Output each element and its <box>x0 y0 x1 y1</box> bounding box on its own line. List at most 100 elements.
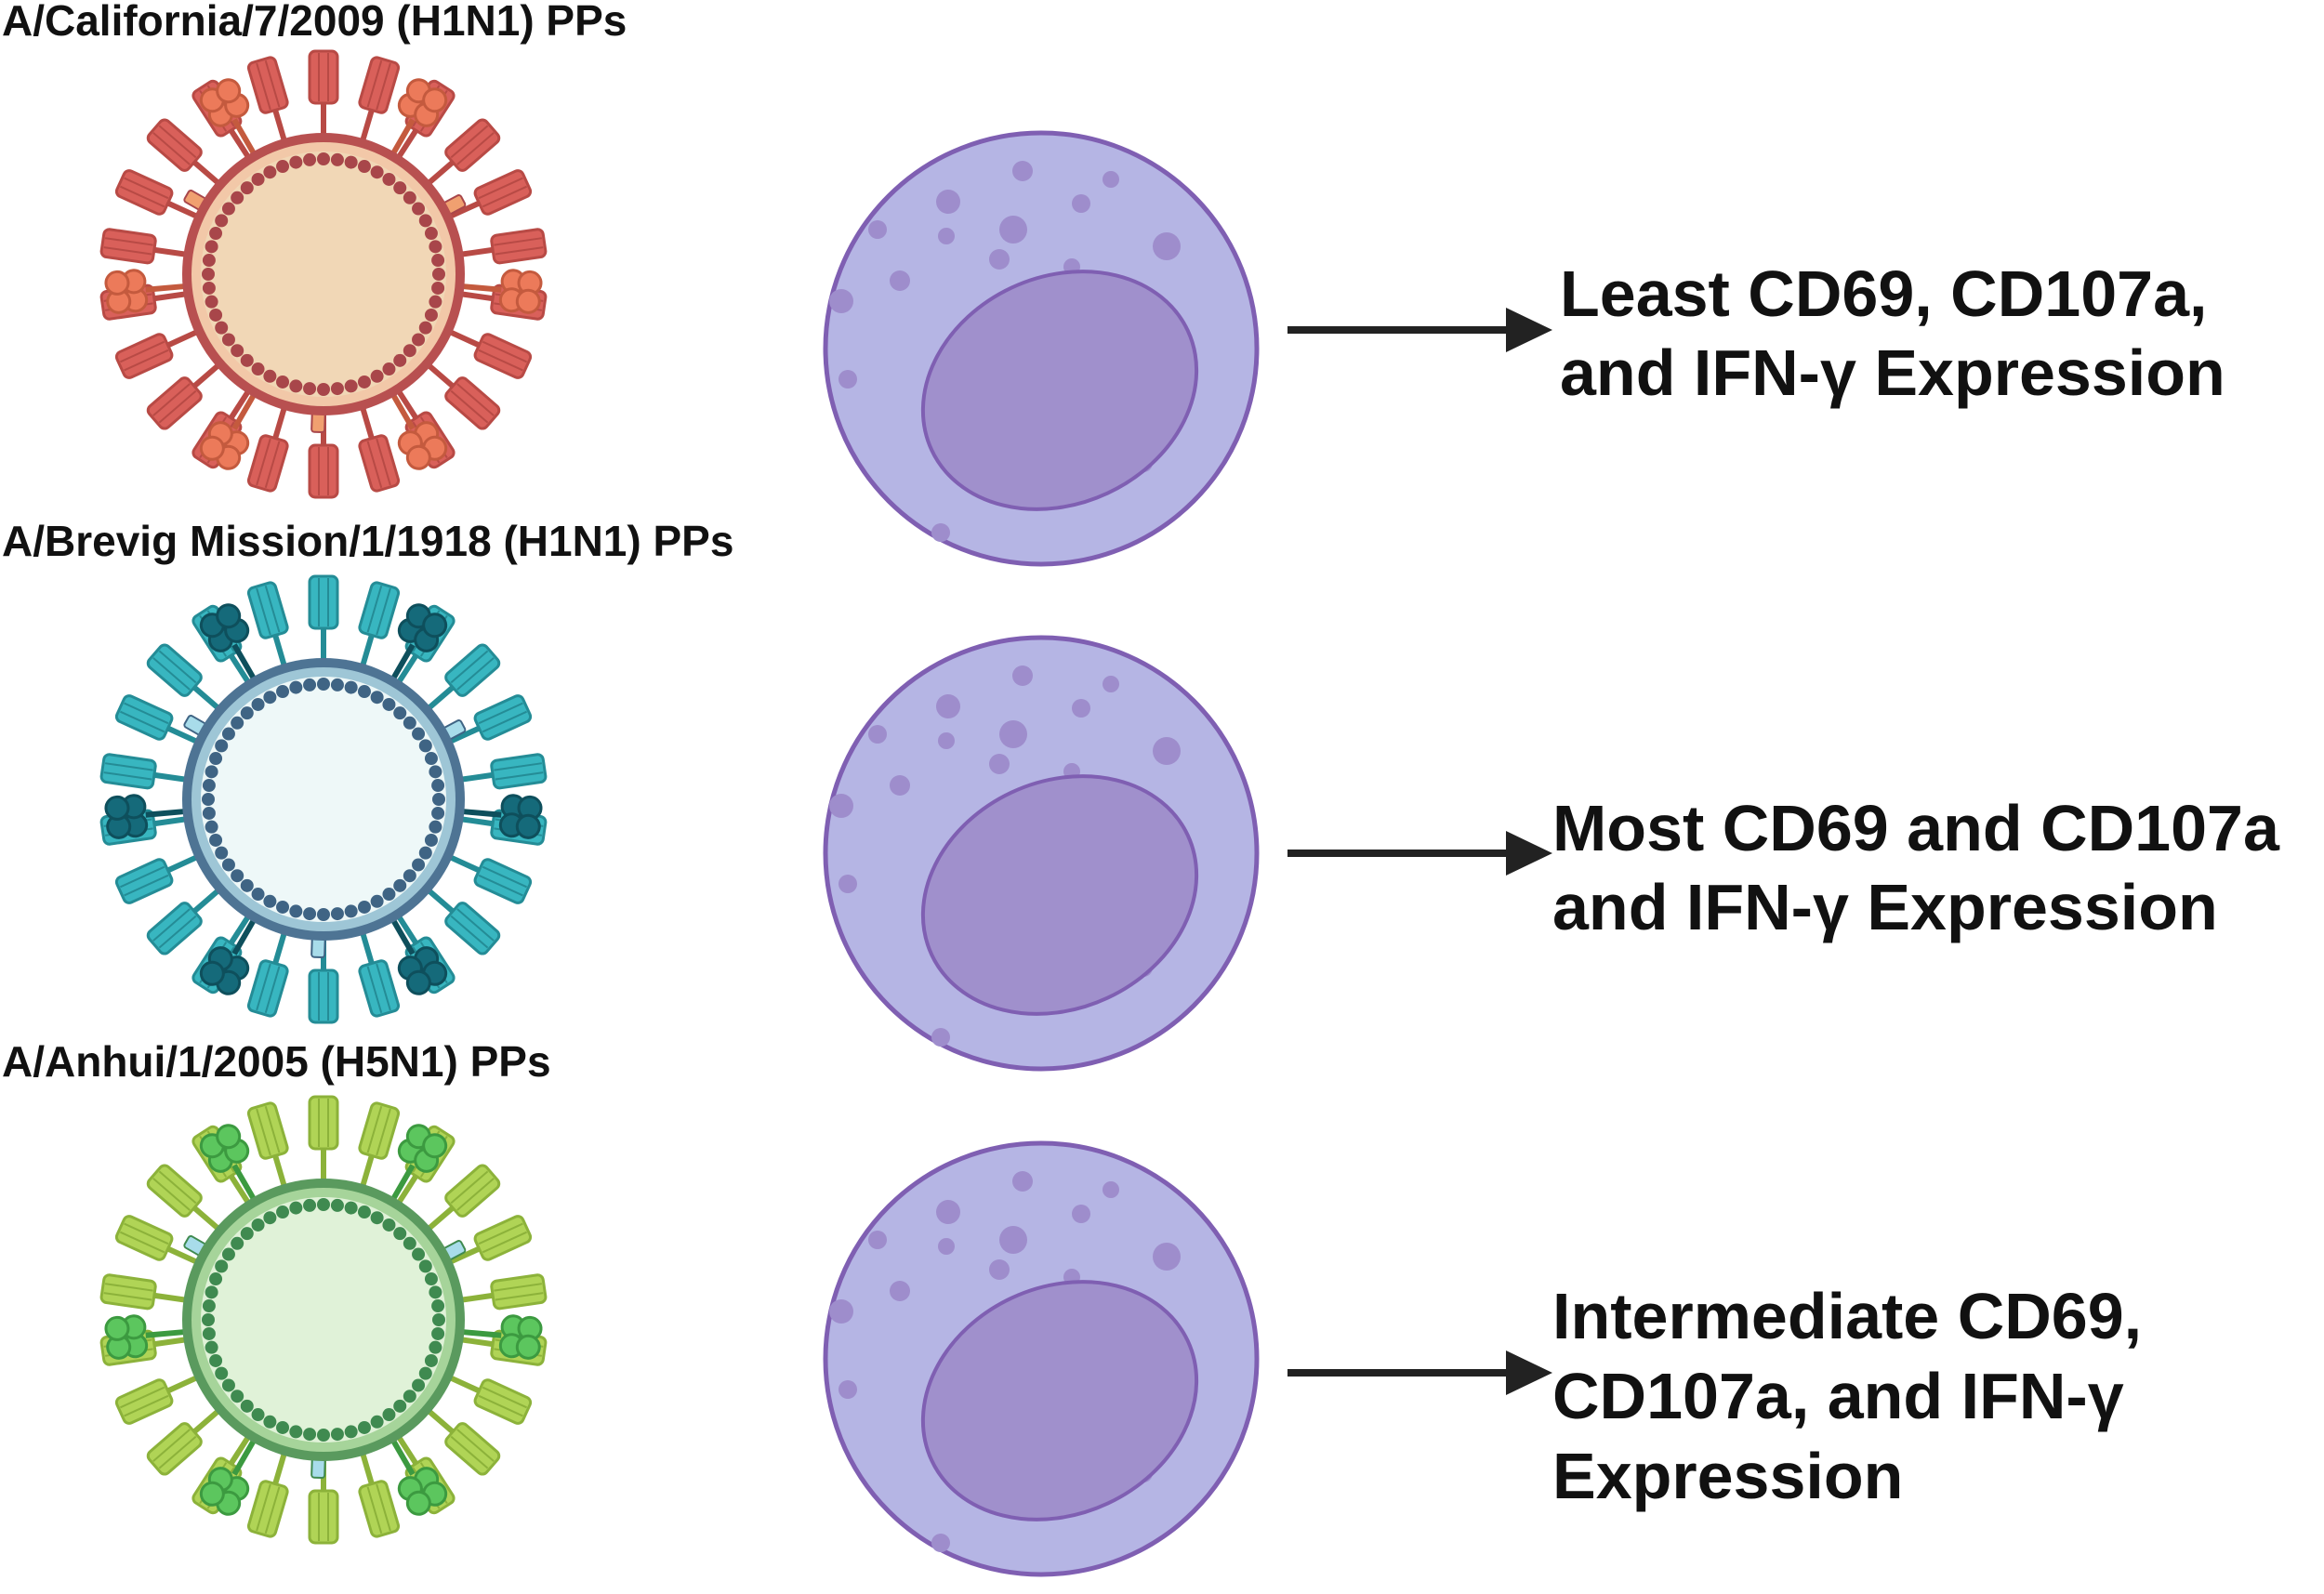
na-stalk <box>390 118 416 155</box>
matrix-dot <box>393 181 407 195</box>
spike-groove <box>495 771 544 781</box>
spike-groove <box>256 963 271 1011</box>
matrix-dot <box>412 202 426 216</box>
ha-spike <box>449 1215 533 1265</box>
spike-groove <box>158 1435 197 1469</box>
matrix-dot <box>209 833 223 847</box>
matrix-dot <box>382 888 396 902</box>
spike-groove <box>366 966 383 1014</box>
spike-stalk <box>396 125 421 159</box>
spike-groove <box>152 657 191 691</box>
na-cluster <box>199 78 257 155</box>
spike-head <box>358 56 401 114</box>
spike-groove <box>376 963 391 1011</box>
matrix-dot <box>429 765 442 779</box>
matrix-dot <box>205 820 218 834</box>
spike-head <box>114 333 174 379</box>
spike-head <box>99 753 157 790</box>
matrix-dot <box>251 1408 265 1422</box>
spike-groove <box>478 702 523 725</box>
na-stalk <box>231 1439 257 1476</box>
spike-stalk <box>226 1171 251 1205</box>
matrix-dot <box>330 678 344 692</box>
granule <box>938 1238 955 1255</box>
matrix-dot <box>240 181 254 195</box>
spike-groove <box>158 389 197 424</box>
outcome-line: Least CD69, CD107a, <box>1560 257 2207 330</box>
spike-groove <box>264 1105 281 1153</box>
ha-spike <box>246 932 289 1018</box>
matrix-dot <box>251 888 265 902</box>
matrix-dot <box>221 1247 235 1261</box>
na-cluster <box>199 1439 257 1516</box>
arrow-head <box>1506 308 1552 352</box>
na-cluster <box>390 78 448 155</box>
ha-spike <box>246 1453 289 1538</box>
cell-nucleus <box>920 774 1199 1016</box>
matrix-dot <box>418 321 432 335</box>
matrix-dot <box>221 727 235 741</box>
spike-groove <box>152 1429 191 1462</box>
na-cluster <box>199 918 257 995</box>
na-cluster <box>390 1124 448 1201</box>
matrix-dot <box>412 1378 426 1392</box>
matrix-dot <box>202 779 216 793</box>
matrix-dot <box>393 1399 407 1413</box>
ha-spike <box>449 694 533 744</box>
spike-stalk <box>396 1435 421 1469</box>
matrix-dot <box>289 155 303 169</box>
granule <box>931 1028 950 1047</box>
spike-head <box>308 443 339 499</box>
granule <box>936 694 960 718</box>
spike-stalk <box>271 1151 287 1187</box>
matrix-dot <box>240 1399 254 1413</box>
na-lobe <box>199 1481 225 1507</box>
spike-groove <box>124 874 169 897</box>
spike-stalk <box>163 329 198 349</box>
spike-stalk <box>449 854 484 875</box>
spike-groove <box>494 1283 543 1292</box>
matrix-dot <box>215 1366 229 1380</box>
matrix-dot <box>289 379 303 393</box>
ha-spike <box>427 362 501 430</box>
granule <box>829 1299 853 1324</box>
granule <box>931 523 950 542</box>
matrix-dot <box>231 1236 244 1250</box>
spike-stalk <box>189 682 220 711</box>
ha-spike <box>146 888 220 955</box>
ha-spike <box>99 228 186 265</box>
matrix-dot <box>330 907 344 921</box>
spike-groove <box>120 340 165 363</box>
na-stalk <box>231 918 257 955</box>
spike-groove <box>482 185 527 208</box>
na-cluster <box>462 794 543 839</box>
na-cluster <box>199 603 257 680</box>
cell-nucleus <box>920 270 1199 511</box>
matrix-dot <box>403 716 416 730</box>
matrix-dot <box>344 1425 358 1439</box>
spike-head <box>99 228 157 265</box>
matrix-dot <box>429 240 442 254</box>
spike-groove <box>124 177 169 200</box>
granule <box>890 270 910 291</box>
matrix-dot <box>317 1198 330 1211</box>
spike-stalk <box>360 630 376 666</box>
matrix-dot <box>202 1326 216 1340</box>
arrow-1 <box>1287 308 1552 352</box>
granule <box>890 1281 910 1301</box>
na-cluster <box>390 1439 448 1516</box>
na-lobe <box>515 288 541 314</box>
spike-groove <box>456 657 495 691</box>
matrix-dot <box>344 155 358 169</box>
matrix-dot <box>382 362 396 376</box>
spike-groove <box>264 1486 281 1535</box>
ha-spike <box>114 1215 198 1265</box>
ha-spike <box>146 1164 220 1232</box>
matrix-dot <box>276 900 290 914</box>
spike-groove <box>478 349 523 372</box>
spike-head <box>146 902 203 955</box>
spike-groove <box>120 865 165 889</box>
na-cluster <box>390 918 448 995</box>
matrix-dot <box>205 1340 218 1354</box>
immune-cell-1 <box>823 130 1260 567</box>
